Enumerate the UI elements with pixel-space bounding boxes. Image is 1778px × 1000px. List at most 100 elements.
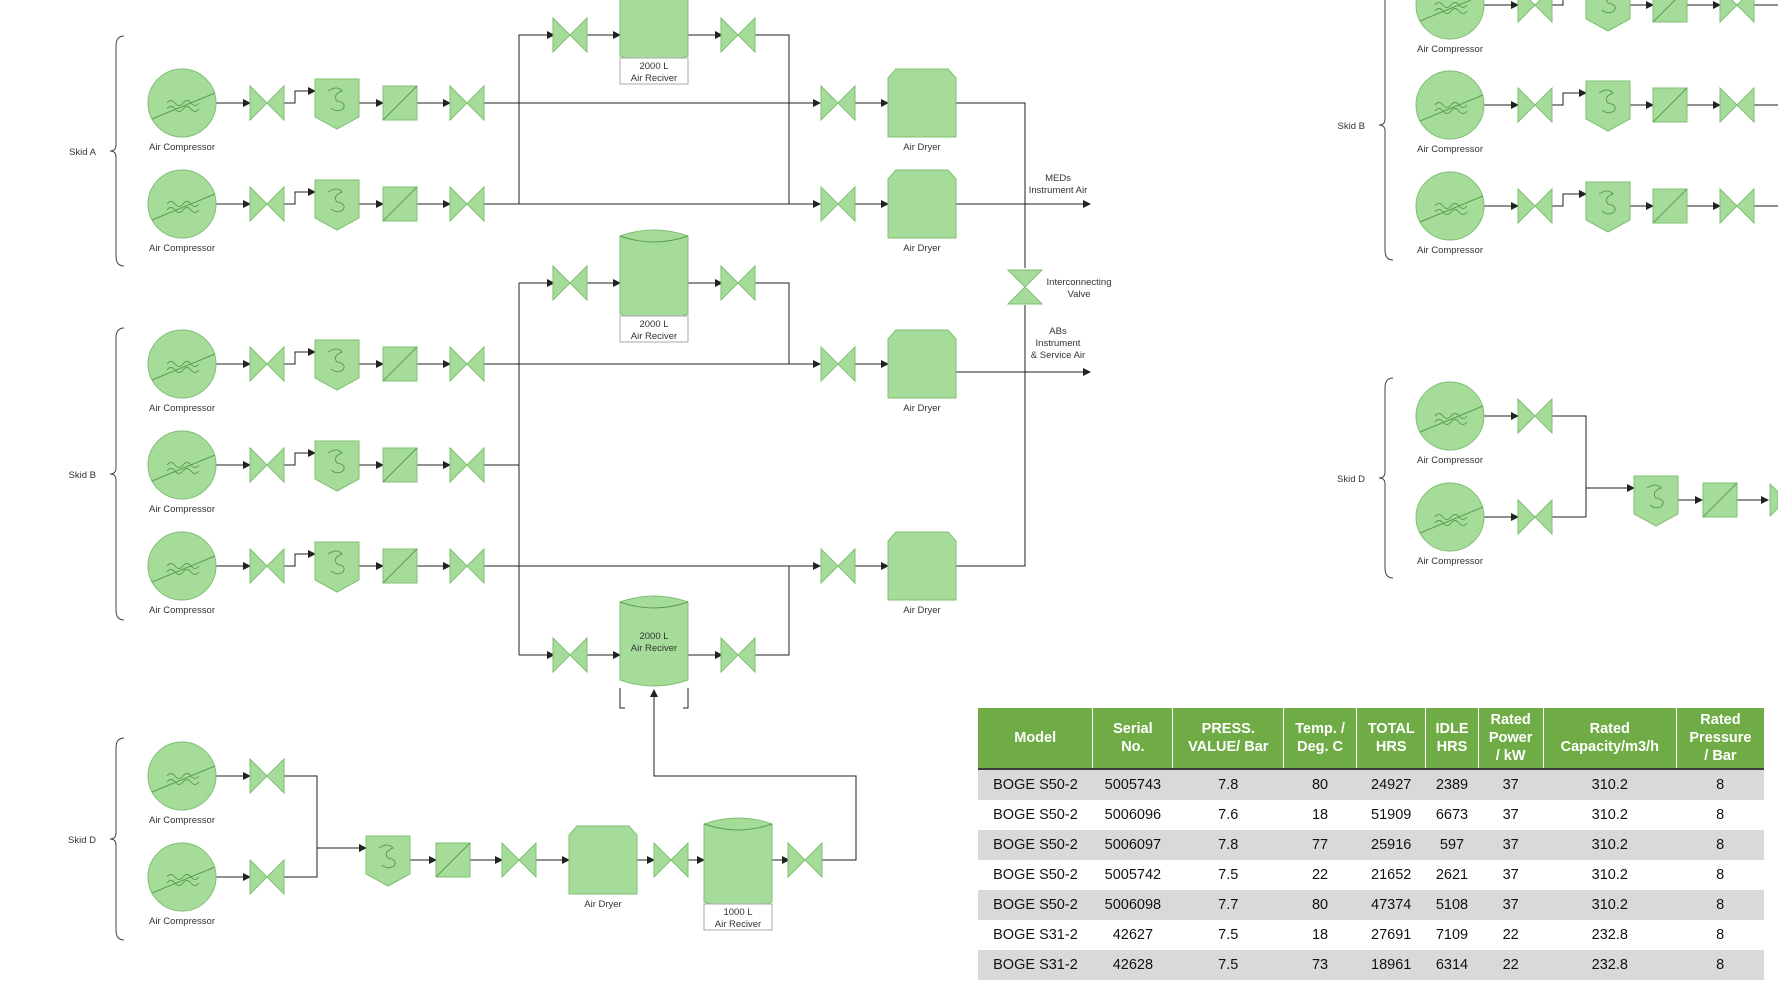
pipe xyxy=(284,188,316,205)
valve xyxy=(466,547,485,585)
valve xyxy=(837,185,856,223)
wave-icon xyxy=(166,361,200,367)
valve xyxy=(1736,0,1755,24)
dryer-label: Air Dryer xyxy=(903,605,940,616)
pipe xyxy=(1552,89,1587,106)
valve xyxy=(820,345,839,383)
valve xyxy=(804,841,823,879)
valve xyxy=(501,841,520,879)
table-cell: 7.5 xyxy=(1172,860,1284,890)
skid-brace xyxy=(109,737,125,941)
compressor-label: Air Compressor xyxy=(149,605,215,616)
diagonal-icon xyxy=(151,353,216,381)
table-cell: 2621 xyxy=(1425,860,1479,890)
air-compressor xyxy=(147,531,217,601)
table-cell: 7.5 xyxy=(1172,920,1284,950)
wave-icon xyxy=(166,100,200,106)
valve xyxy=(466,446,485,484)
air-compressor xyxy=(147,169,217,239)
air-receiver xyxy=(703,817,773,909)
table-cell: 47374 xyxy=(1356,890,1426,920)
valve xyxy=(1517,498,1536,536)
valve xyxy=(249,185,268,223)
wave-icon xyxy=(166,207,200,213)
separator xyxy=(314,541,360,593)
diagonal-icon xyxy=(1652,87,1688,123)
abs-label: & Service Air xyxy=(1031,350,1085,361)
pipe xyxy=(284,775,318,878)
wave-icon xyxy=(166,773,200,779)
air-dryer xyxy=(887,329,957,399)
valve xyxy=(266,547,285,585)
table-cell: 8 xyxy=(1676,890,1764,920)
table-cell: 42627 xyxy=(1092,920,1173,950)
dryer-label: Air Dryer xyxy=(903,403,940,414)
valve xyxy=(466,185,485,223)
compressor-label: Air Compressor xyxy=(149,403,215,414)
table-cell: 310.2 xyxy=(1543,890,1677,920)
diagonal-icon xyxy=(382,548,418,584)
column-header-text: Temp. / xyxy=(1295,721,1345,737)
table-cell: BOGE S50-2 xyxy=(978,769,1093,800)
table-cell: 7.8 xyxy=(1172,830,1284,860)
valve xyxy=(820,84,839,122)
valve xyxy=(720,16,739,54)
column-header-text: / Bar xyxy=(1704,748,1737,764)
air-receiver xyxy=(619,229,689,321)
table-cell: 77 xyxy=(1283,830,1357,860)
air-compressor xyxy=(1415,171,1485,241)
table-cell: 8 xyxy=(1676,860,1764,890)
pipe xyxy=(284,449,316,466)
valve xyxy=(1534,0,1553,24)
valve xyxy=(1736,86,1755,124)
table-cell: 597 xyxy=(1425,830,1479,860)
coil-icon xyxy=(327,87,345,112)
table-cell: 80 xyxy=(1283,890,1357,920)
table-cell: 310.2 xyxy=(1543,860,1677,890)
valve xyxy=(449,185,468,223)
column-header-text: Pressure xyxy=(1689,730,1752,746)
table-cell: 6314 xyxy=(1425,950,1479,980)
compressor-label: Air Compressor xyxy=(149,815,215,826)
valve xyxy=(552,264,571,302)
pipe xyxy=(284,87,316,104)
wave-icon xyxy=(166,880,200,886)
valve xyxy=(266,185,285,223)
pipes xyxy=(216,0,1778,881)
skid-brace xyxy=(1378,0,1394,261)
diagonal-icon xyxy=(151,454,216,482)
air-receiver xyxy=(619,0,689,63)
meds-label: MEDs xyxy=(1045,173,1071,184)
diagonal-icon xyxy=(1419,506,1484,534)
receiver-label-box xyxy=(619,57,689,85)
diagonal-icon xyxy=(382,186,418,222)
diagonal-icon xyxy=(151,92,216,120)
column-header-text: TOTAL xyxy=(1367,721,1415,737)
pipe xyxy=(518,31,555,204)
table-cell: 7.7 xyxy=(1172,890,1284,920)
table-cell: BOGE S31-2 xyxy=(978,950,1093,980)
valve xyxy=(737,636,756,674)
separator xyxy=(314,179,360,231)
diagonal-icon xyxy=(151,765,216,793)
compressor-label: Air Compressor xyxy=(149,916,215,927)
receiver-leg xyxy=(619,688,625,709)
column-header-text: Rated xyxy=(1700,712,1741,728)
pipe xyxy=(284,550,316,567)
table-cell: 8 xyxy=(1676,800,1764,830)
table-cell: 37 xyxy=(1478,890,1544,920)
pipe xyxy=(284,348,316,365)
skid-label: Skid B xyxy=(1338,121,1365,132)
table-cell: 21652 xyxy=(1356,860,1426,890)
filter xyxy=(1652,0,1688,23)
